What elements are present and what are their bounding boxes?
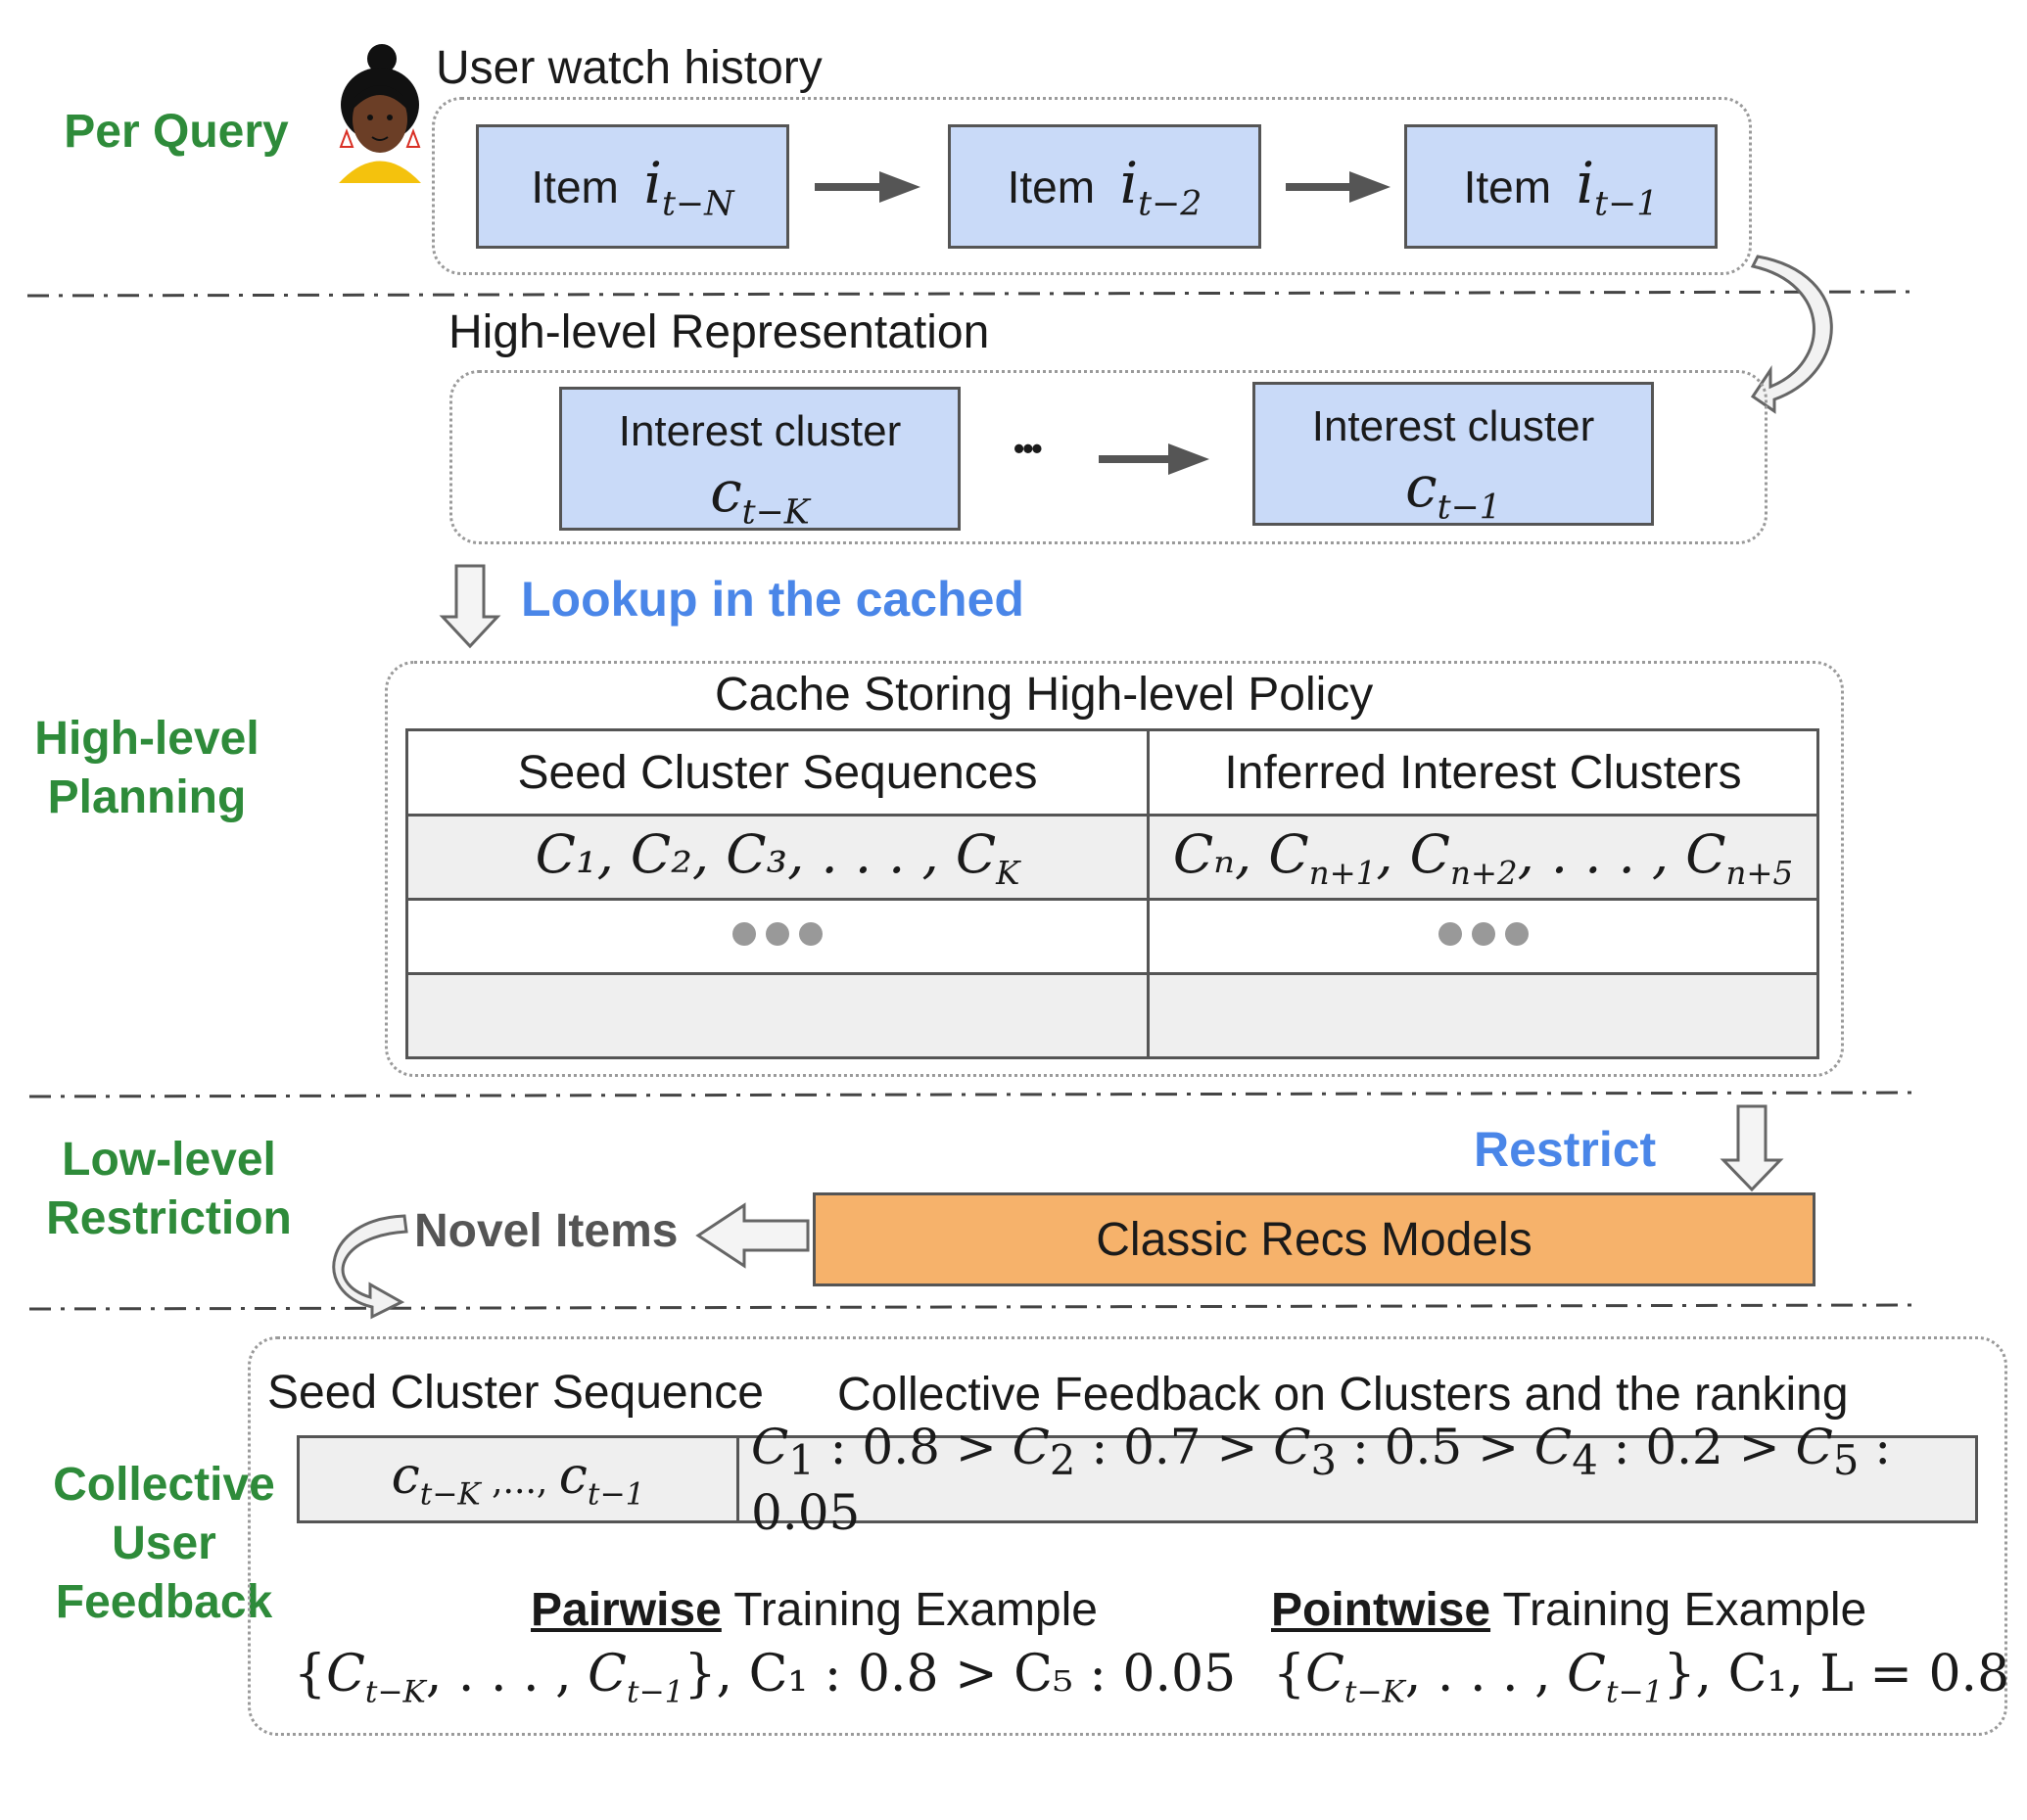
cluster-box-1: Interest cluster ct−K [559, 387, 961, 533]
item-word: Item [1007, 161, 1096, 212]
cache-cell-seed-2 [405, 898, 1150, 975]
cache-cell-inferred-2 [1147, 898, 1819, 975]
history-container [432, 97, 1752, 275]
history-item-3: Item it−1 [1404, 124, 1718, 249]
pairwise-title: Pairwise Training Example [531, 1584, 1098, 1636]
user-avatar-icon [339, 44, 421, 183]
separator-line-2 [28, 1091, 1915, 1098]
classic-recs-models-box: Classic Recs Models [813, 1192, 1815, 1286]
history-item-2: Item it−2 [948, 124, 1261, 249]
seed-seq-formula: C₁, C₂, C₃, . . . , CK [535, 822, 1020, 892]
cluster-word: Interest cluster [1311, 402, 1595, 450]
lookup-arrow [439, 564, 501, 649]
cluster-box-2: Interest cluster ct−1 [1252, 382, 1654, 528]
separator-line-3 [28, 1303, 1915, 1311]
pairwise-formula: {Ct−K, . . . , Ct−1}, C₁ : 0.8 > C₅ : 0.… [294, 1645, 1237, 1710]
feedback-container [248, 1336, 2007, 1736]
arrow-history-2 [1286, 171, 1391, 203]
cache-cell-seed-1: C₁, C₂, C₃, . . . , CK [405, 814, 1150, 901]
representation-title: High-level Representation [448, 306, 990, 358]
cache-header-inferred: Inferred Interest Clusters [1147, 728, 1819, 817]
arrow-history-1 [815, 171, 920, 203]
history-title: User watch history [436, 42, 823, 94]
ellipsis-dots [1438, 922, 1529, 946]
collective-feedback-title: Collective Feedback on Clusters and the … [837, 1369, 1849, 1421]
restrict-arrow [1720, 1104, 1784, 1192]
cache-header-seed: Seed Cluster Sequences [405, 728, 1150, 817]
restrict-label: Restrict [1474, 1122, 1657, 1177]
representation-container [449, 370, 1768, 544]
novel-items-label: Novel Items [414, 1205, 679, 1257]
cluster-symbol: ct−K [710, 458, 810, 533]
item-word: Item [1463, 161, 1552, 212]
ranking-formula: C1 : 0.8 > C2 : 0.7 > C3 : 0.5 > C4 : 0.… [751, 1418, 1892, 1541]
item-symbol: it−2 [1119, 149, 1202, 224]
ellipsis-dots [732, 922, 823, 946]
pointwise-title: Pointwise Training Example [1271, 1584, 1867, 1636]
seed-seq-formula: ct−K ,..., ct−1 [391, 1446, 645, 1513]
novel-items-arrow [695, 1202, 810, 1269]
cache-title: Cache Storing High-level Policy [715, 669, 1374, 721]
inferred-formula: Cₙ, Cn+1, Cn+2, . . . , Cn+5 [1172, 822, 1794, 892]
ellipsis: ••• [1014, 431, 1043, 466]
seed-sequence-title: Seed Cluster Sequence [267, 1367, 764, 1419]
cache-cell-inferred-3 [1147, 972, 1819, 1059]
cache-table: Seed Cluster Sequences Inferred Interest… [405, 728, 1819, 1059]
item-symbol: it−N [643, 149, 734, 224]
cluster-symbol: ct−1 [1405, 453, 1501, 528]
seed-sequence-box: ct−K ,..., ct−1 [297, 1435, 739, 1523]
separator-line-1 [26, 290, 1915, 298]
cluster-word: Interest cluster [618, 407, 902, 455]
curved-arrow-left [332, 1214, 408, 1320]
ranking-box: C1 : 0.8 > C2 : 0.7 > C3 : 0.5 > C4 : 0.… [736, 1419, 1978, 1541]
section-label-per-query: Per Query [64, 106, 289, 158]
cache-cell-seed-3 [405, 972, 1150, 1059]
item-symbol: it−1 [1576, 149, 1659, 224]
cache-cell-inferred-1: Cₙ, Cn+1, Cn+2, . . . , Cn+5 [1147, 814, 1819, 901]
curved-arrow-right [1750, 255, 1833, 414]
arrow-cluster [1099, 443, 1209, 475]
pointwise-formula: {Ct−K, . . . , Ct−1}, C₁, L = 0.8 [1273, 1645, 2010, 1710]
lookup-label: Lookup in the cached [521, 572, 1024, 627]
cache-container [385, 661, 1844, 1077]
history-item-1: Item it−N [476, 124, 789, 249]
item-word: Item [531, 161, 619, 212]
